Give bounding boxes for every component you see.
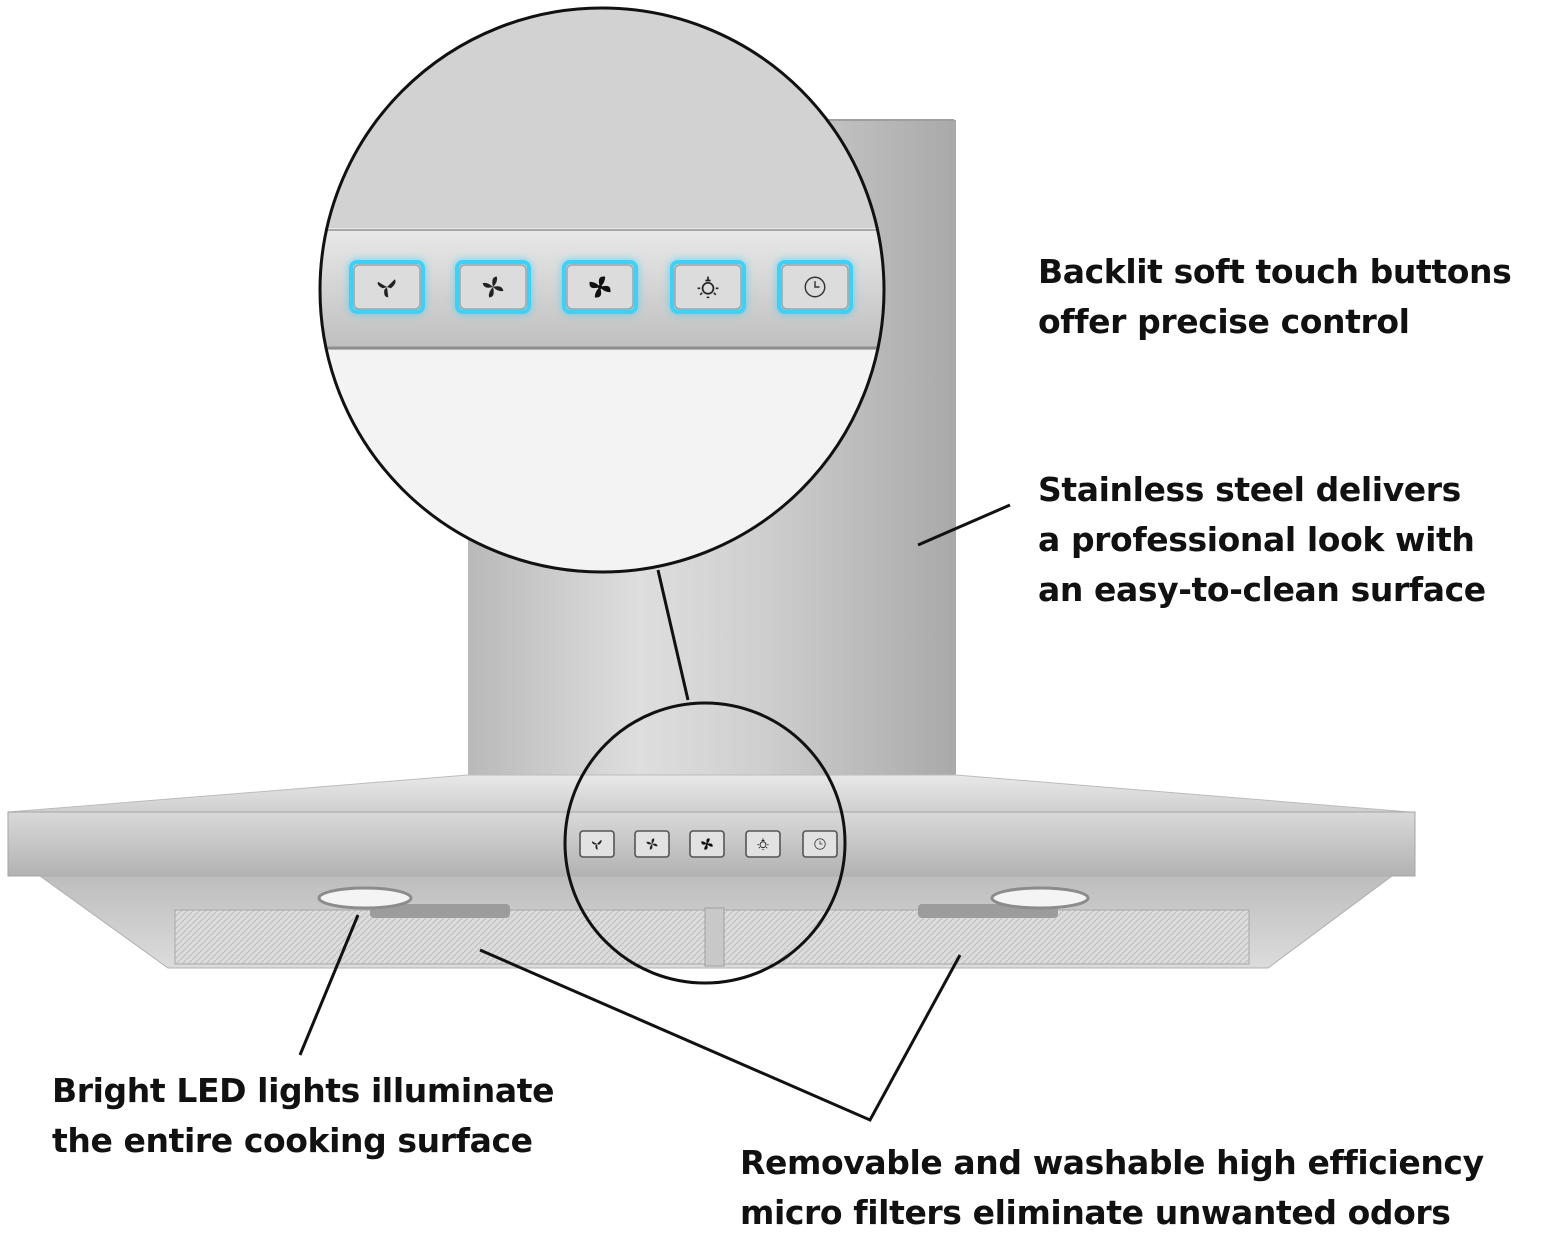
led-light-right — [990, 886, 1090, 910]
fan-speed-2-button[interactable] — [634, 830, 670, 858]
led-light-left — [317, 886, 413, 910]
callout-line: offer precise control — [1038, 302, 1410, 341]
hood-button-row — [579, 830, 838, 858]
callout-line: an easy-to-clean surface — [1038, 570, 1486, 609]
zoomed-control-panel — [320, 8, 884, 572]
large-magnifier-ring — [318, 6, 886, 574]
fan-speed-3-button[interactable] — [562, 260, 638, 314]
callout-line: micro filters eliminate unwanted odors — [740, 1193, 1451, 1232]
fan-speed-2-button[interactable] — [455, 260, 531, 314]
fan-speed-1-button[interactable] — [579, 830, 615, 858]
callout-line: Removable and washable high efficiency — [740, 1143, 1484, 1182]
light-bulb-button[interactable] — [745, 830, 781, 858]
callout-led-lights: Bright LED lights illuminate the entire … — [52, 1066, 554, 1166]
leader-line-led — [298, 914, 360, 1056]
timer-clock-button[interactable] — [777, 260, 853, 314]
grease-filter-right — [723, 909, 1250, 965]
fan-speed-3-button[interactable] — [689, 830, 725, 858]
callout-line: Stainless steel delivers — [1038, 470, 1461, 509]
callout-stainless-steel: Stainless steel delivers a professional … — [1038, 465, 1486, 615]
callout-line: a professional look with — [1038, 520, 1475, 559]
light-bulb-button[interactable] — [670, 260, 746, 314]
fan-speed-1-button[interactable] — [349, 260, 425, 314]
callout-soft-touch-buttons: Backlit soft touch buttons offer precise… — [1038, 247, 1512, 347]
callout-line: Bright LED lights illuminate — [52, 1071, 555, 1110]
callout-micro-filters: Removable and washable high efficiency m… — [740, 1138, 1484, 1238]
timer-clock-button[interactable] — [802, 830, 838, 858]
callout-line: Backlit soft touch buttons — [1038, 252, 1512, 291]
hood-canopy-top — [7, 774, 1411, 813]
magnifier-connector-line — [656, 569, 690, 701]
leader-line-filters — [479, 948, 962, 1122]
small-magnifier-ring — [563, 701, 847, 985]
callout-line: the entire cooking surface — [52, 1121, 533, 1160]
leader-line-steel — [917, 503, 1011, 547]
grease-filter-left — [174, 909, 706, 965]
